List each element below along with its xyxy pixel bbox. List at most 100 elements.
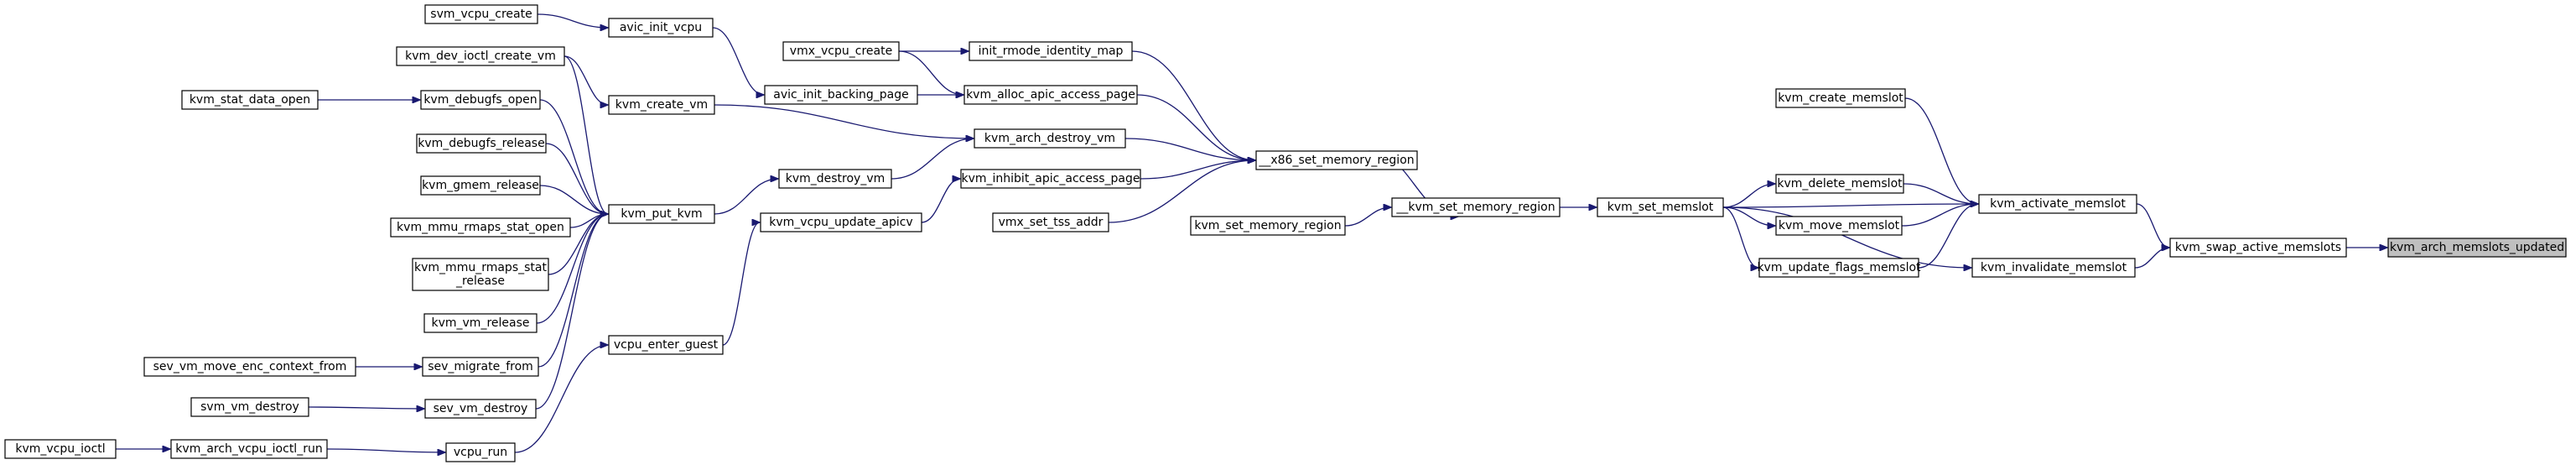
edge-kvm_set_memslot-to-kvm_activate_memslot (1722, 204, 1978, 208)
node-avic-init-backing-page[interactable]: avic_init_backing_page (764, 85, 918, 105)
node-box (420, 90, 541, 110)
node---kvm-set-memory-region[interactable]: __kvm_set_memory_region (1391, 197, 1561, 217)
node-label: kvm_mmu_rmaps_stat (414, 261, 547, 274)
node-box (764, 85, 918, 105)
node-label: kvm_set_memslot (1607, 201, 1714, 214)
node-label: kvm_arch_memslots_updated (2390, 241, 2564, 254)
edge-kvm_set_memslot-to-kvm_delete_memslot (1722, 184, 1775, 208)
node-vmx-vcpu-create[interactable]: vmx_vcpu_create (782, 41, 900, 61)
node-kvm-inhibit-apic-access-page[interactable]: kvm_inhibit_apic_access_page (960, 169, 1141, 189)
node-box (969, 41, 1133, 61)
node-label: kvm_debugfs_open (423, 93, 537, 107)
node-kvm-debugfs-open[interactable]: kvm_debugfs_open (420, 90, 541, 110)
node-box (1190, 216, 1346, 236)
edge-kvm_create_memslot-to-kvm_activate_memslot (1904, 97, 1978, 204)
node-vcpu-run[interactable]: vcpu_run (445, 442, 516, 462)
node-kvm-create-memslot[interactable]: kvm_create_memslot (1775, 88, 1906, 108)
node-kvm-arch-memslots-updated[interactable]: kvm_arch_memslots_updated (2387, 238, 2567, 258)
node-kvm-mmu-rmaps-stat-open[interactable]: kvm_mmu_rmaps_stat_open (390, 217, 571, 238)
node-kvm-dev-ioctl-create-vm[interactable]: kvm_dev_ioctl_create_vm (396, 46, 565, 66)
node-box (608, 204, 715, 224)
node-kvm-arch-vcpu-ioctl-run[interactable]: kvm_arch_vcpu_ioctl_run (170, 439, 328, 459)
edge-vmx_set_tss_addr-to-__x86_set_memory_region (1108, 160, 1255, 223)
edge-kvm_arch_destroy_vm-to-__x86_set_memory_region (1124, 138, 1255, 160)
node-kvm-vm-release[interactable]: kvm_vm_release (423, 313, 538, 333)
node-kvm-invalidate-memslot[interactable]: kvm_invalidate_memslot (1971, 258, 2136, 278)
node-kvm-move-memslot[interactable]: kvm_move_memslot (1775, 216, 1903, 236)
node-label: avic_init_backing_page (773, 88, 908, 102)
node-box (608, 18, 714, 38)
node-label: kvm_alloc_apic_access_page (966, 88, 1135, 102)
node-label: kvm_activate_memslot (1990, 197, 2126, 211)
node-box (1775, 216, 1903, 236)
node-box (608, 95, 715, 115)
edge-svm_vm_destroy-to-sev_vm_destroy (308, 407, 424, 409)
node-label: vmx_set_tss_addr (999, 216, 1104, 229)
node-box (1775, 174, 1904, 194)
node-kvm-update-flags-memslot[interactable]: kvm_update_flags_memslot (1757, 258, 1921, 278)
node-vmx-set-tss-addr[interactable]: vmx_set_tss_addr (992, 212, 1109, 232)
node-kvm-activate-memslot[interactable]: kvm_activate_memslot (1978, 194, 2137, 214)
node-box (412, 258, 549, 291)
node-label: kvm_update_flags_memslot (1757, 261, 1921, 274)
edge-init_rmode_identity_map-to-__x86_set_memory_region (1131, 50, 1255, 160)
node-label: vcpu_run (454, 446, 507, 459)
node-kvm-set-memslot[interactable]: kvm_set_memslot (1597, 197, 1724, 217)
node-kvm-destroy-vm[interactable]: kvm_destroy_vm (778, 169, 892, 189)
edge-kvm_alloc_apic_access_page-to-__x86_set_memory_region (1136, 94, 1255, 160)
node-kvm-swap-active-memslots[interactable]: kvm_swap_active_memslots (2169, 238, 2347, 258)
node-box (423, 313, 538, 333)
node-init-rmode-identity-map[interactable]: init_rmode_identity_map (969, 41, 1133, 61)
node-kvm-alloc-apic-access-page[interactable]: kvm_alloc_apic_access_page (963, 85, 1138, 105)
edge-kvm_dev_ioctl_create_vm-to-kvm_put_kvm (564, 55, 608, 214)
node-box (416, 133, 547, 154)
node-label: svm_vcpu_create (430, 8, 532, 21)
node-kvm-mmu-rmaps-stat-release[interactable]: kvm_mmu_rmaps_stat_release (412, 258, 549, 291)
node-kvm-set-memory-region[interactable]: kvm_set_memory_region (1190, 216, 1346, 236)
edge-sev_migrate_from-to-kvm_put_kvm (538, 214, 608, 368)
node-box (420, 175, 541, 196)
node-kvm-gmem-release[interactable]: kvm_gmem_release (420, 175, 541, 196)
edge-kvm_create_vm-to-kvm_arch_destroy_vm (714, 104, 974, 138)
node-label: vmx_vcpu_create (790, 44, 892, 58)
node-label: kvm_vcpu_update_apicv (769, 216, 912, 229)
edge-sev_vm_destroy-to-kvm_put_kvm (535, 214, 608, 410)
node-label: svm_vm_destroy (200, 400, 299, 414)
node-box (760, 212, 922, 232)
node-kvm-stat-data-open[interactable]: kvm_stat_data_open (181, 90, 319, 110)
nodes-layer: svm_vcpu_create avic_init_vcpu vmx_vcpu_cr… (4, 4, 2567, 462)
node-box (143, 357, 356, 377)
node-label: kvm_invalidate_memslot (1981, 261, 2127, 274)
node-vcpu-enter-guest[interactable]: vcpu_enter_guest (608, 335, 724, 355)
node-label: kvm_arch_destroy_vm (984, 132, 1115, 145)
node-box (963, 85, 1138, 105)
node-kvm-debugfs-release[interactable]: kvm_debugfs_release (416, 133, 547, 154)
node-kvm-arch-destroy-vm[interactable]: kvm_arch_destroy_vm (974, 128, 1126, 149)
node-box (1255, 150, 1418, 170)
node-kvm-create-vm[interactable]: kvm_create_vm (608, 95, 715, 115)
node-sev-migrate-from[interactable]: sev_migrate_from (422, 357, 539, 377)
node-box (181, 90, 319, 110)
node-box (170, 439, 328, 459)
node-box (1775, 88, 1906, 108)
edge-kvm_delete_memslot-to-kvm_activate_memslot (1903, 183, 1978, 204)
node-box (1391, 197, 1561, 217)
node-box (2387, 238, 2567, 258)
node-box (424, 4, 538, 24)
node-kvm-vcpu-ioctl[interactable]: kvm_vcpu_ioctl (4, 439, 117, 459)
node-avic-init-vcpu[interactable]: avic_init_vcpu (608, 18, 714, 38)
node---x86-set-memory-region[interactable]: __x86_set_memory_region (1255, 150, 1418, 170)
node-svm-vm-destroy[interactable]: svm_vm_destroy (190, 397, 309, 417)
node-sev-vm-move-enc-context-from[interactable]: sev_vm_move_enc_context_from (143, 357, 356, 377)
node-kvm-vcpu-update-apicv[interactable]: kvm_vcpu_update_apicv (760, 212, 922, 232)
node-label: kvm_set_memory_region (1194, 219, 1341, 232)
node-box (778, 169, 892, 189)
node-label: kvm_put_kvm (621, 207, 702, 221)
node-kvm-delete-memslot[interactable]: kvm_delete_memslot (1775, 174, 1904, 194)
node-box (960, 169, 1141, 189)
node-svm-vcpu-create[interactable]: svm_vcpu_create (424, 4, 538, 24)
node-label: kvm_move_memslot (1779, 219, 1900, 232)
node-kvm-put-kvm[interactable]: kvm_put_kvm (608, 204, 715, 224)
node-sev-vm-destroy[interactable]: sev_vm_destroy (424, 399, 537, 419)
